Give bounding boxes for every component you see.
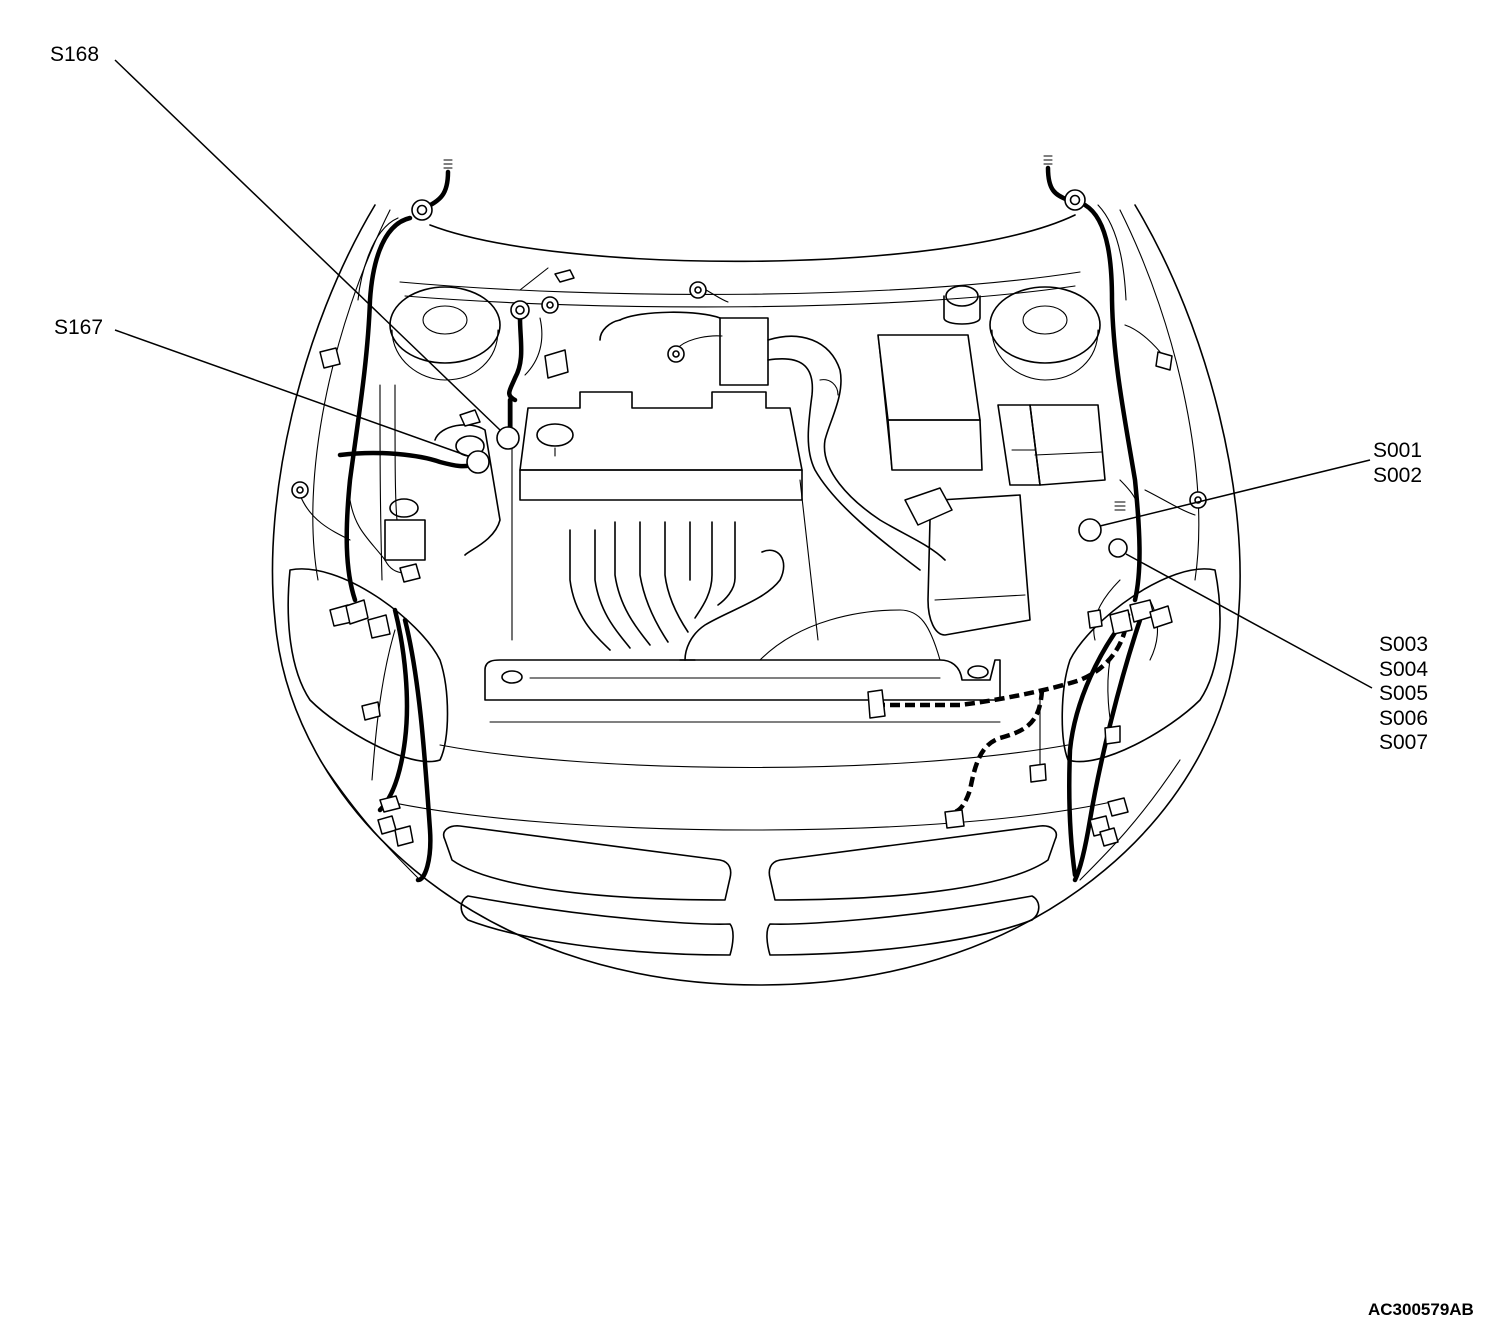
wiring-harness <box>299 155 1196 883</box>
callout-s167: S167 <box>54 316 103 341</box>
callout-s001-s002: S001 S002 <box>1373 439 1422 488</box>
splice-s167-marker <box>466 450 490 474</box>
harness-connectors <box>291 189 1207 847</box>
engine-block <box>511 391 819 661</box>
callout-label: S167 <box>54 316 104 339</box>
battery <box>877 334 983 471</box>
splice-markers <box>466 426 1128 558</box>
leader-lines <box>114 59 1373 689</box>
callout-label: S007 <box>1379 731 1429 754</box>
splice-s003-marker <box>1108 538 1128 558</box>
splice-s168-marker <box>496 426 520 450</box>
air-filter-housing <box>904 487 1031 636</box>
leader-s001 <box>1099 459 1371 527</box>
callout-label: S001 <box>1373 439 1423 462</box>
splice-s001-marker <box>1078 518 1102 542</box>
leader-s167 <box>114 329 469 457</box>
radiator-support <box>484 609 1001 723</box>
reservoir-cap-right <box>943 285 981 325</box>
callout-label: S004 <box>1379 657 1429 681</box>
fuse-box <box>997 404 1106 486</box>
callout-s003-s007: S003 S004 S005 S006 S007 <box>1379 633 1428 756</box>
callout-label: S168 <box>50 43 100 66</box>
callout-label: S003 <box>1379 633 1429 656</box>
coolant-reservoir <box>379 384 501 581</box>
strut-tower-right <box>989 286 1101 381</box>
callout-label: S005 <box>1379 682 1429 705</box>
leader-s003 <box>1125 553 1373 689</box>
intake-tube <box>599 311 946 571</box>
leader-s168 <box>114 59 501 431</box>
grille <box>442 825 1058 956</box>
car-body-outline <box>271 204 1241 986</box>
callout-label: S006 <box>1379 706 1429 730</box>
callout-s168: S168 <box>50 43 99 68</box>
callout-label: S002 <box>1373 463 1423 487</box>
figure-reference-code: AC300579AB <box>1368 1300 1474 1319</box>
